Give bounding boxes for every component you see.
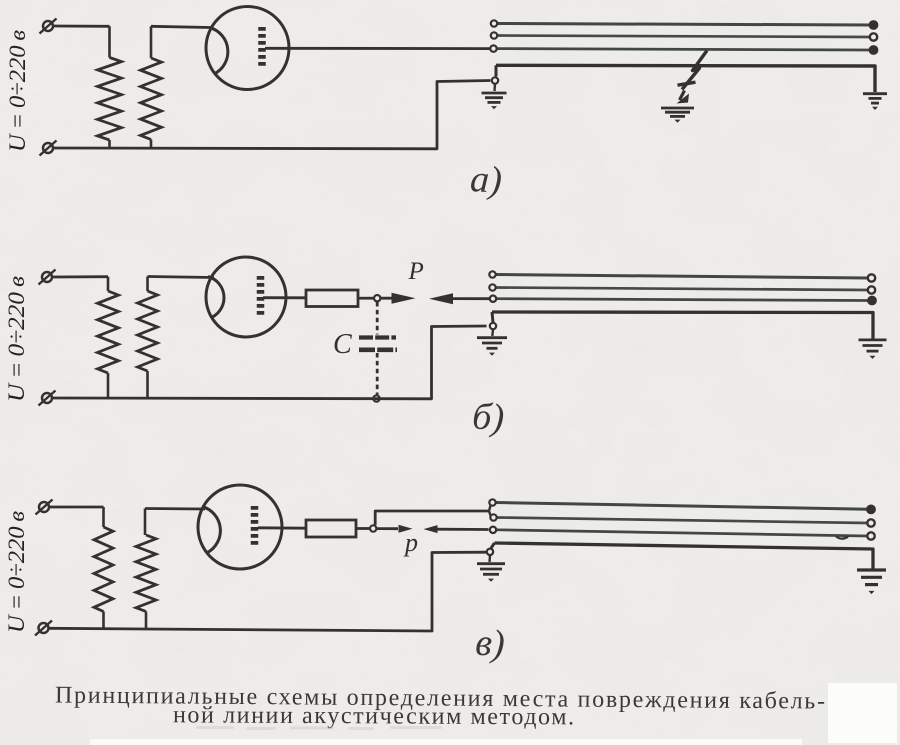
svg-text:ной линии акустическим методом: ной линии акустическим методом. [173, 702, 574, 730]
svg-text:Р: Р [408, 258, 424, 285]
svg-text:U = 0÷220 в: U = 0÷220 в [4, 276, 29, 402]
svg-text:р: р [403, 528, 418, 557]
svg-text:б): б) [471, 396, 505, 440]
svg-text:U = 0÷220 в: U = 0÷220 в [4, 511, 29, 633]
svg-text:Принципиальные схемы определен: Принципиальные схемы определения места п… [55, 683, 825, 715]
svg-text:в): в) [474, 622, 505, 665]
svg-text:U = 0÷220 в: U = 0÷220 в [5, 30, 30, 152]
svg-text:С: С [333, 329, 352, 360]
svg-text:а): а) [469, 158, 503, 202]
